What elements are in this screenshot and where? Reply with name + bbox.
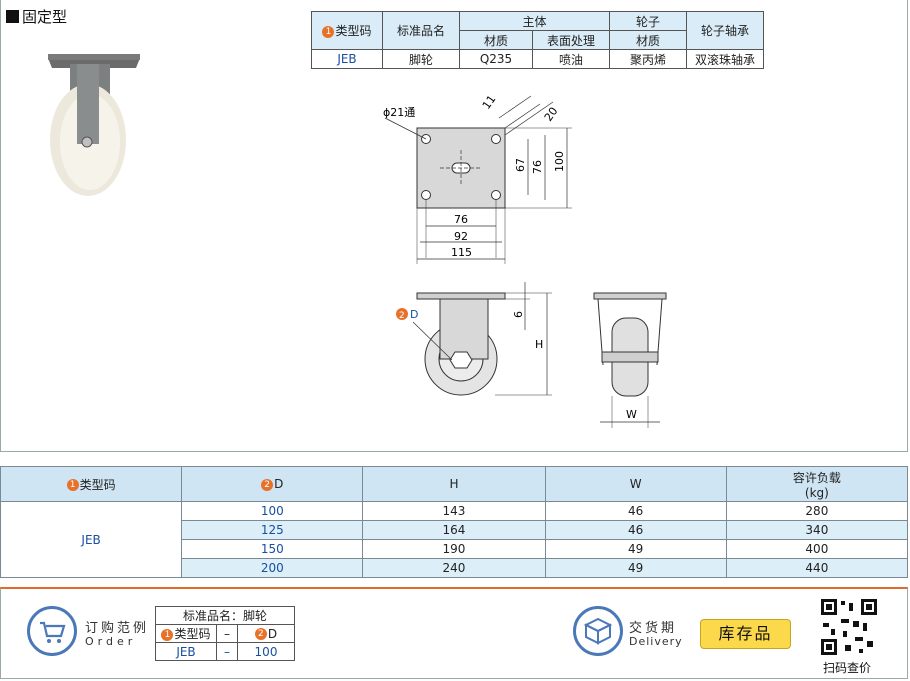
dim-6: 6	[512, 311, 525, 318]
table-row-H: 190	[362, 539, 546, 559]
bolt-hole-br	[491, 190, 501, 200]
delivery-label-en: Delivery	[629, 635, 683, 648]
cart-icon	[27, 606, 77, 656]
badge-two-drawing: 2	[399, 311, 405, 321]
order-label-en: Order	[85, 635, 137, 648]
in-stock-badge: 库存品	[700, 619, 791, 649]
spec-code-value: JEB	[311, 49, 383, 69]
bolt-hole-tr	[491, 134, 501, 144]
dim-W: W	[626, 408, 637, 421]
order-std-name: 标准品名：脚轮	[155, 606, 295, 625]
delivery-box-icon	[573, 606, 623, 656]
table-row-D: 125	[181, 520, 364, 540]
order-label: 订购范例	[85, 621, 150, 636]
qr-label: 扫码查价	[823, 661, 872, 675]
table-row-D: 200	[181, 558, 364, 578]
table-row-W: 49	[544, 558, 727, 578]
order-dash: –	[216, 642, 238, 661]
order-D-header: D	[267, 626, 278, 641]
spec-type-code-header: 类型码	[335, 24, 372, 38]
spec-material-value: Q235	[459, 49, 533, 69]
table-row-load: 340	[725, 520, 909, 540]
size-H-header: H	[362, 466, 546, 502]
spec-panel	[0, 0, 908, 452]
dim-67: 67	[514, 158, 527, 172]
spec-surface-value: 喷油	[532, 49, 610, 69]
table-row-W: 46	[544, 520, 727, 540]
dim-11: 11	[480, 93, 499, 112]
order-code-value: JEB	[155, 642, 217, 661]
spec-wheel-material-header: 材质	[609, 30, 687, 50]
dim-76-vertical: 76	[531, 160, 544, 174]
dim-115: 115	[451, 246, 472, 259]
spec-wheel-header: 轮子	[609, 11, 687, 31]
size-type-code: JEB	[0, 501, 183, 578]
table-row-H: 164	[362, 520, 546, 540]
table-row-D: 150	[181, 539, 364, 559]
size-D-header: D	[274, 477, 284, 491]
dim-76-horizontal: 76	[454, 213, 468, 226]
table-row-D: 100	[181, 501, 364, 521]
title-square-icon	[6, 10, 19, 23]
caster-photo	[48, 54, 140, 196]
order-dash: –	[216, 624, 238, 643]
dim-H: H	[535, 338, 543, 351]
table-row-W: 49	[544, 539, 727, 559]
spec-surface-header: 表面处理	[532, 30, 610, 50]
spec-bearing-value: 双滚珠轴承	[686, 49, 764, 69]
spec-name-value: 脚轮	[382, 49, 460, 69]
table-row-W: 46	[544, 501, 727, 521]
dim-100: 100	[553, 151, 566, 172]
qr-code-icon[interactable]	[819, 597, 879, 657]
front-plate	[593, 292, 667, 300]
title-text: 固定型	[22, 8, 68, 26]
dim-92: 92	[454, 230, 468, 243]
delivery-label: 交货期	[629, 621, 678, 636]
bolt-hole-bl	[421, 190, 431, 200]
table-row-H: 240	[362, 558, 546, 578]
table-row-load: 440	[725, 558, 909, 578]
table-row-load: 280	[725, 501, 909, 521]
page-title: 固定型	[6, 6, 67, 27]
spec-std-name-header: 标准品名	[382, 11, 460, 50]
spec-material-header: 材质	[459, 30, 533, 50]
d-label: D	[410, 308, 418, 321]
spec-wheel-material-value: 聚丙烯	[609, 49, 687, 69]
order-D-value: 100	[237, 642, 295, 661]
size-W-header: W	[544, 466, 727, 502]
side-plate	[416, 292, 506, 300]
order-type-code-header: 类型码	[174, 627, 211, 641]
size-load-header: 容许负载(kg)	[725, 466, 909, 502]
technical-drawing: ϕ21通 11 20 100 76 67 76 92 115 6 H 2 D W	[383, 93, 667, 428]
hole-dim-label: ϕ21通	[383, 106, 415, 119]
spec-body-header: 主体	[459, 11, 610, 31]
spec-bearing-header: 轮子轴承	[686, 11, 764, 50]
table-row-H: 143	[362, 501, 546, 521]
table-row-load: 400	[725, 539, 909, 559]
size-type-header: 类型码	[79, 477, 116, 492]
axle-nut	[449, 351, 473, 369]
